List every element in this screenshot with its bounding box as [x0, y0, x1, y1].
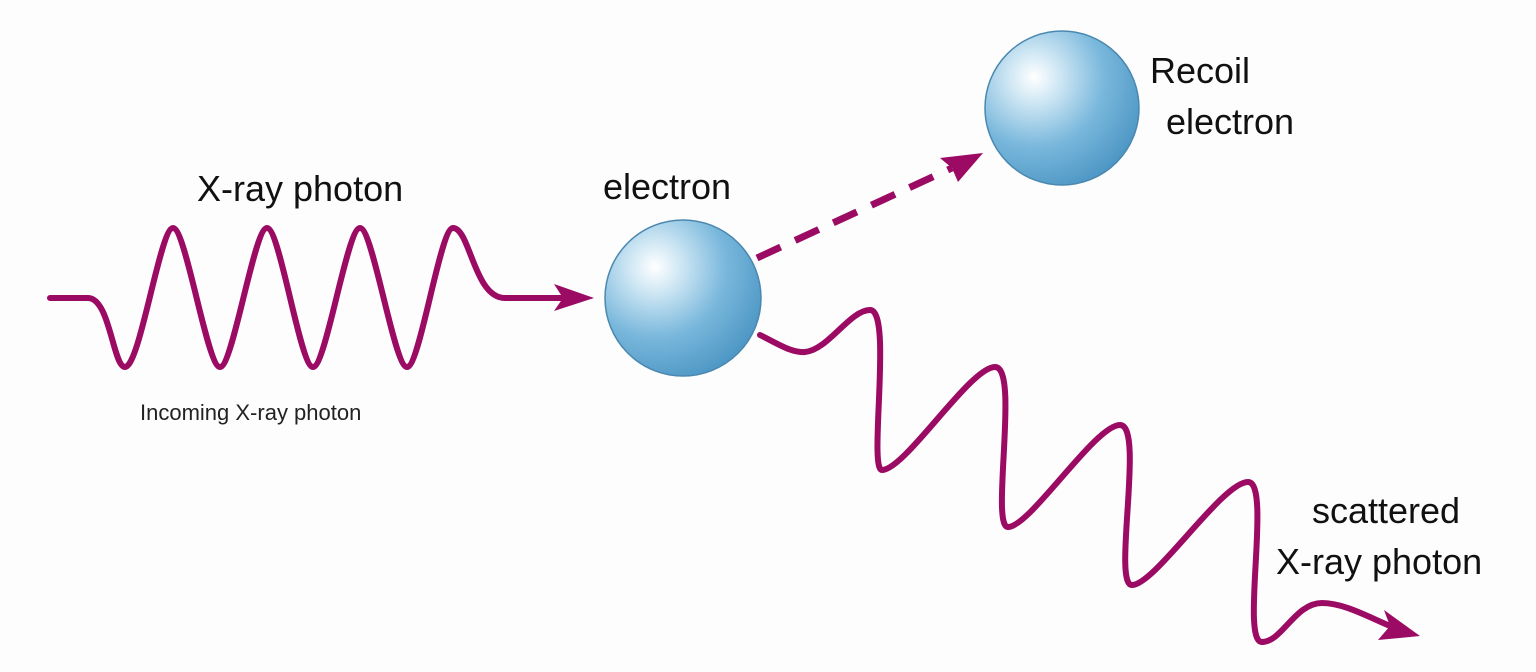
recoil-label-line1: Recoil [1150, 50, 1251, 91]
recoil-path-dashed [755, 164, 954, 262]
incoming-arrowhead-icon [554, 284, 594, 311]
scattered-photon-wave [757, 306, 1398, 646]
scattered-arrowhead-icon [1378, 610, 1420, 640]
scattered-label-line1: scattered [1312, 490, 1461, 531]
recoil-label-line2: electron [1166, 101, 1295, 142]
scattered-label-line2: X-ray photon [1276, 541, 1483, 582]
xray-photon-label: X-ray photon [197, 168, 404, 209]
electron-sphere [604, 219, 762, 377]
incoming-label: Incoming X-ray photon [140, 400, 362, 425]
electron-label: electron [603, 166, 732, 207]
incoming-photon-wave [47, 224, 568, 371]
recoil-arrowhead-icon [940, 153, 983, 182]
recoil-electron-sphere [984, 30, 1140, 186]
